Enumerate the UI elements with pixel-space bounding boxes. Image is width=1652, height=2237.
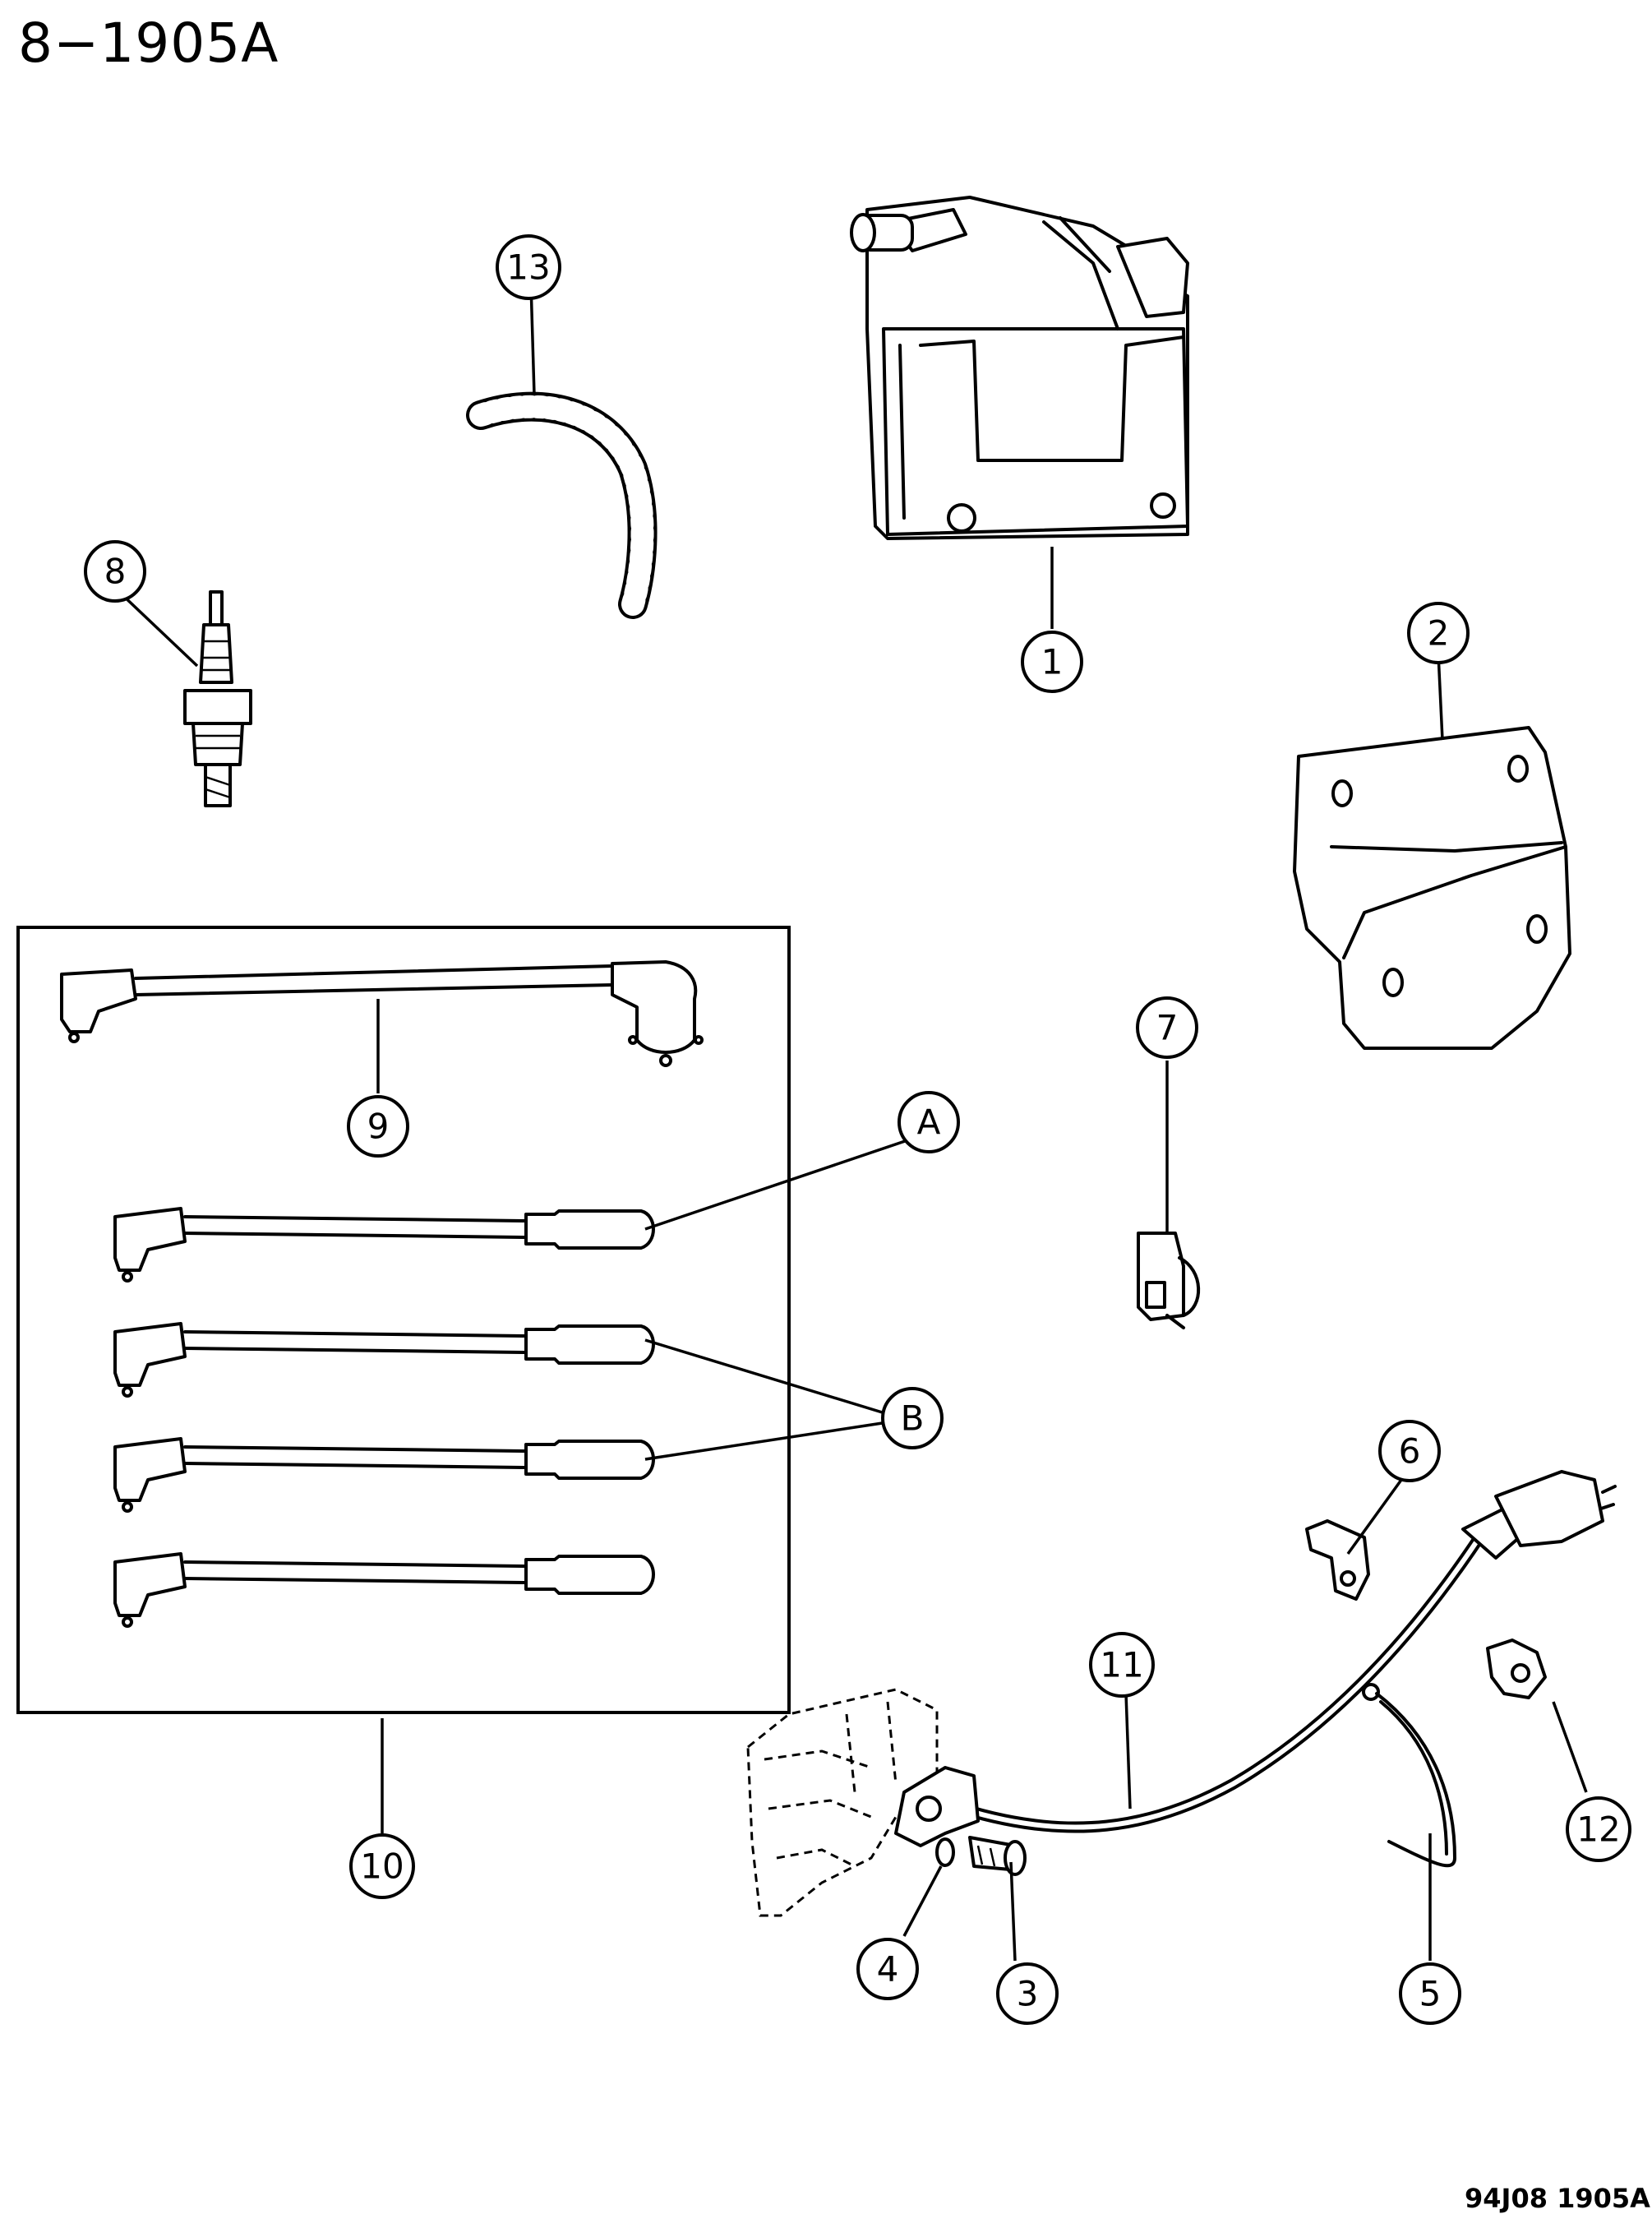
svg-text:1: 1 [1041, 642, 1064, 682]
nut [1486, 1638, 1547, 1699]
spark-plug-wire-3 [113, 1437, 655, 1513]
svg-text:A: A [917, 1102, 941, 1143]
callout-11: 11 [1089, 1632, 1155, 1698]
svg-text:9: 9 [367, 1107, 390, 1147]
svg-text:4: 4 [877, 1949, 899, 1990]
callout-13: 13 [496, 234, 561, 300]
callout-4: 4 [856, 1938, 919, 2000]
callout-7: 7 [1136, 996, 1198, 1059]
wire-clip [1137, 1232, 1201, 1329]
svg-text:12: 12 [1576, 1809, 1620, 1850]
svg-text:3: 3 [1017, 1974, 1039, 2014]
ground-strap [1362, 1683, 1456, 1868]
svg-text:13: 13 [506, 247, 550, 288]
callout-10: 10 [349, 1833, 415, 1899]
coil-bracket [1293, 726, 1571, 1050]
callout-2: 2 [1407, 602, 1470, 664]
svg-text:5: 5 [1419, 1974, 1442, 2014]
svg-text:8: 8 [104, 552, 127, 592]
spark-plug-wire-2 [113, 1322, 655, 1398]
crankshaft-sensor [746, 1470, 1617, 1917]
callout-1: 1 [1021, 631, 1083, 693]
spark-plug [183, 590, 252, 807]
harness-clip [1305, 1519, 1370, 1601]
callout-6: 6 [1378, 1420, 1441, 1482]
wire-loom [466, 391, 658, 619]
svg-text:10: 10 [360, 1846, 404, 1887]
callout-12: 12 [1566, 1796, 1631, 1862]
svg-text:2: 2 [1428, 613, 1450, 654]
callout-8: 8 [84, 540, 146, 603]
svg-text:B: B [901, 1398, 925, 1439]
callout-B: B [881, 1387, 944, 1449]
spark-plug-wire-1 [113, 1207, 655, 1283]
callout-9: 9 [347, 1095, 409, 1158]
callout-A: A [898, 1091, 960, 1153]
spark-plug-wire-4 [113, 1552, 655, 1628]
wire-set-box [16, 926, 791, 1714]
ignition-coil [850, 196, 1189, 540]
callout-3: 3 [996, 1962, 1059, 2025]
page-code: 8−1905A [18, 12, 279, 75]
footer-code: 94J08 1905A [1465, 2183, 1650, 2214]
svg-text:7: 7 [1156, 1008, 1179, 1048]
svg-text:6: 6 [1399, 1431, 1421, 1472]
callout-5: 5 [1399, 1962, 1461, 2025]
svg-text:11: 11 [1100, 1645, 1143, 1685]
leader-lines [118, 283, 1588, 1962]
coil-wire [60, 960, 704, 1067]
